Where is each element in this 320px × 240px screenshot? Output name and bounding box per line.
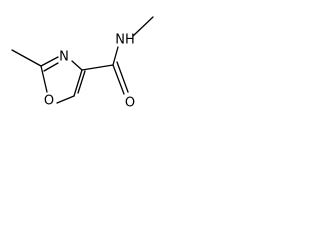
bond-carbonyl-c-o-double (116, 61, 129, 93)
bond-c4-carbonyl-c (81, 64, 114, 71)
atom-nitrogen-ring: N (59, 50, 69, 65)
bond-o1-c5 (56, 95, 75, 104)
bond-carbonyl-c-o (112, 64, 125, 95)
bond-c2-o1 (40, 65, 48, 93)
bond-c2-n3 (40, 56, 59, 67)
bond-c4-n3 (71, 60, 83, 71)
atom-oxygen-carbonyl: O (125, 96, 135, 111)
bond-c5-c4-double (77, 70, 86, 94)
bond-c2-n3-double (43, 62, 59, 72)
bond-n-methyl (132, 16, 154, 37)
atom-oxygen-ring: O (44, 94, 54, 109)
molecule-structure: N O NH O (11, 16, 154, 111)
bond-carbonyl-c-n (112, 46, 119, 66)
bond-c5-c4 (73, 69, 83, 97)
bond-methyl-c2 (11, 49, 42, 67)
atom-nitrogen-amide: NH (115, 33, 135, 48)
